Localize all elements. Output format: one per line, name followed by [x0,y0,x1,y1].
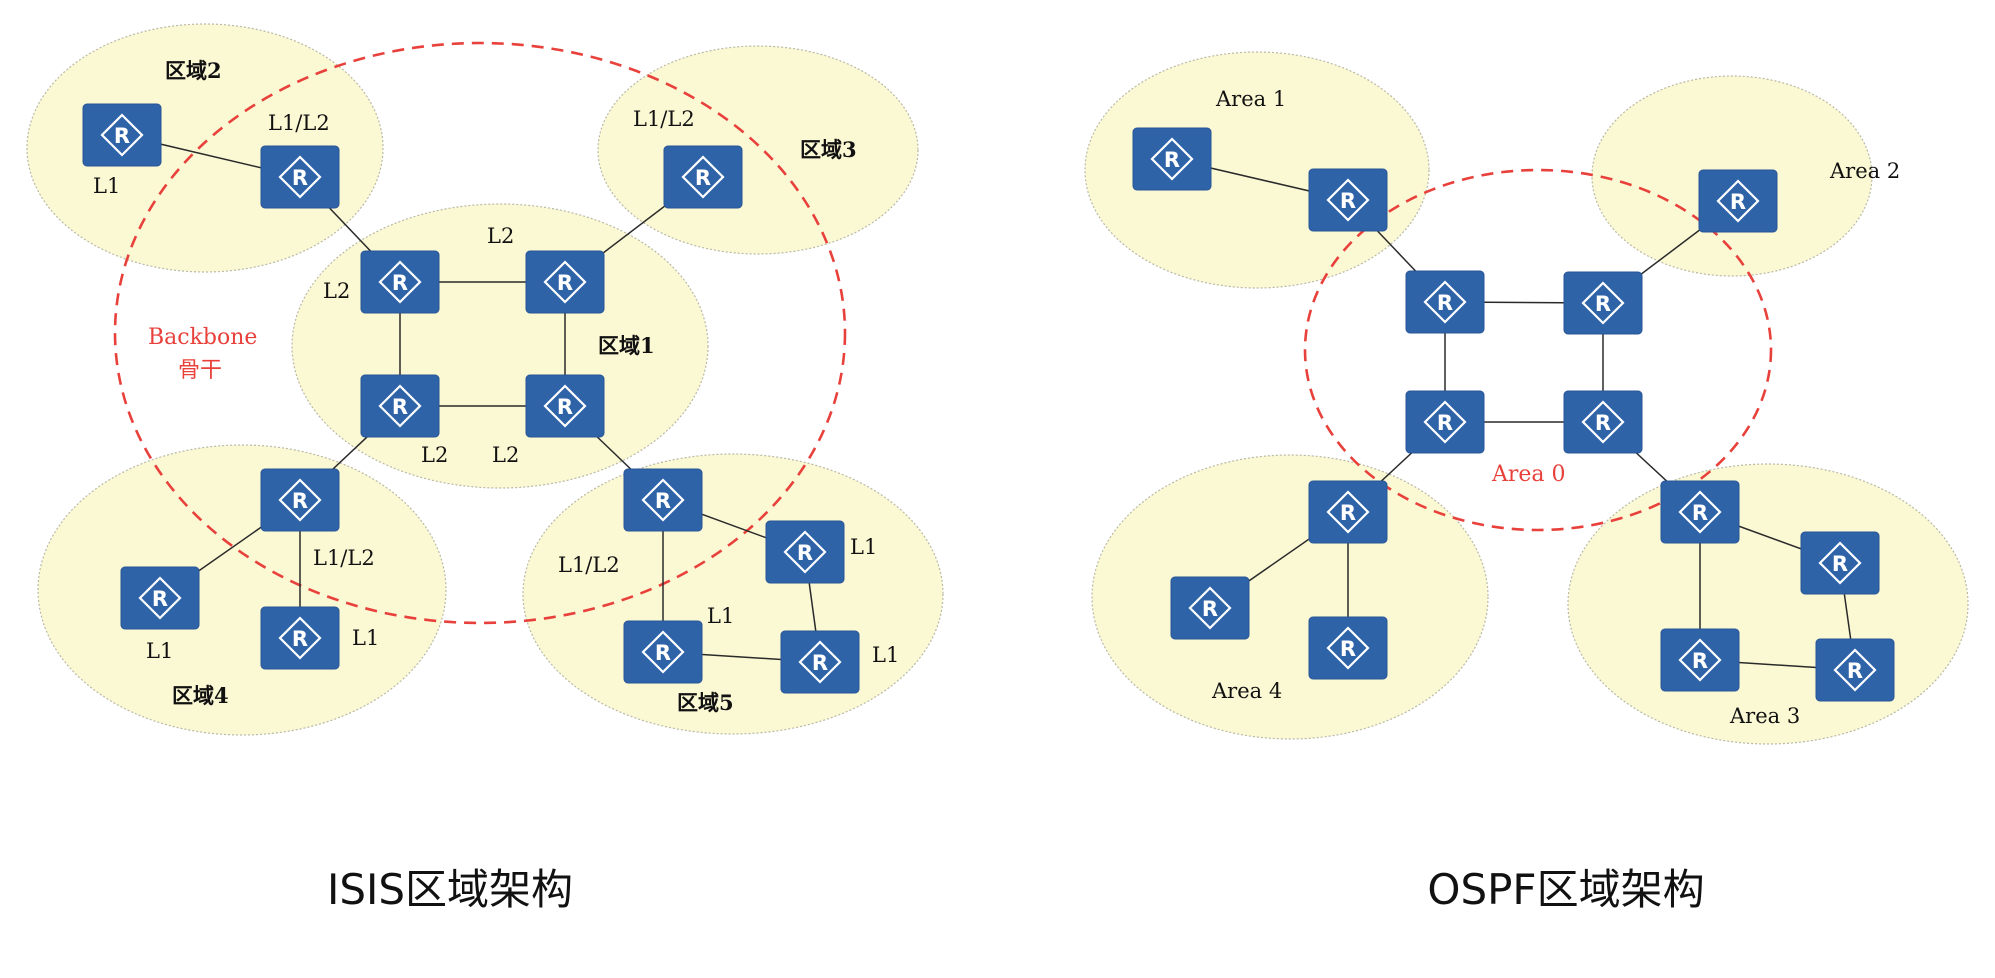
router-icon: R [1800,531,1880,595]
svg-text:R: R [655,489,671,513]
ospf-caption: OSPF区域架构 [1427,865,1704,914]
svg-text:R: R [655,641,671,665]
ospf-area4-ellipse [1091,454,1489,740]
svg-text:R: R [557,395,573,419]
svg-text:R: R [1437,291,1453,315]
router-icon: R [525,250,605,314]
router-icon: R [765,520,845,584]
isis-area5-label: 区域5 [677,690,734,715]
router-icon: R [260,145,340,209]
router-icon: R [360,374,440,438]
svg-text:R: R [292,627,308,651]
router-level-label: L1/L2 [268,111,330,135]
isis-area4-label: 区域4 [172,683,229,708]
isis-backbone-label-cn: 骨干 [178,358,222,383]
router-icon: R [780,630,860,694]
router-level-label: L1 [707,604,734,628]
router-icon: R [1170,576,1250,640]
isis-diagram: 区域2 区域3 区域1 区域4 区域5 Backbone 骨干 L1 L1/L2… [26,23,944,914]
isis-caption: ISIS区域架构 [327,865,573,914]
router-level-label: L2 [487,224,514,248]
ospf-area2-label: Area 2 [1829,159,1900,183]
router-icon: R [663,145,743,209]
isis-area1-label: 区域1 [598,333,655,358]
router-level-label: L1 [146,639,173,663]
svg-text:R: R [797,541,813,565]
router-level-label: L1 [850,535,877,559]
router-icon: R [1660,628,1740,692]
isis-area4-ellipse [37,444,447,736]
isis-area2-label: 区域2 [165,58,222,83]
router-icon: R [1563,390,1643,454]
router-level-label: L1 [352,626,379,650]
router-icon: R [1308,168,1388,232]
ospf-diagram: Area 1 Area 2 Area 0 Area 4 Area 3 OSPF区… [1084,51,1969,914]
router-level-label: L2 [323,279,350,303]
router-icon: R [1405,270,1485,334]
router-icon: R [1698,169,1778,233]
svg-text:R: R [1595,292,1611,316]
svg-text:R: R [152,587,168,611]
router-icon: R [260,468,340,532]
svg-text:R: R [1164,148,1180,172]
router-icon: R [120,566,200,630]
router-level-label: L2 [421,443,448,467]
svg-text:R: R [695,166,711,190]
ospf-area4-label: Area 4 [1211,679,1282,703]
svg-text:R: R [114,124,130,148]
svg-text:R: R [1202,597,1218,621]
router-icon: R [360,250,440,314]
router-level-label: L1 [872,643,899,667]
router-icon: R [1815,638,1895,702]
router-level-label: L1/L2 [313,546,375,570]
router-level-label: L1/L2 [633,107,695,131]
router-icon: R [1308,616,1388,680]
svg-text:R: R [1832,552,1848,576]
router-icon: R [623,468,703,532]
svg-text:R: R [292,166,308,190]
router-level-label: L1/L2 [558,553,620,577]
ospf-area3-ellipse [1567,463,1969,745]
svg-text:R: R [1730,190,1746,214]
ospf-area1-label: Area 1 [1215,87,1286,111]
router-layer: R R R R R R R R R R R R R R R R R R R R R R R R R R R R [82,103,1895,702]
router-icon: R [1308,480,1388,544]
ospf-area3-label: Area 3 [1729,704,1800,728]
svg-text:R: R [812,651,828,675]
svg-text:R: R [1692,501,1708,525]
ospf-area0-label: Area 0 [1491,462,1566,487]
router-icon: R [623,620,703,684]
router-level-label: L2 [492,443,519,467]
isis-area3-label: 区域3 [800,137,857,162]
router-icon: R [1563,271,1643,335]
svg-text:R: R [392,395,408,419]
svg-text:R: R [1340,189,1356,213]
svg-text:R: R [392,271,408,295]
svg-text:R: R [1595,411,1611,435]
router-icon: R [525,374,605,438]
svg-text:R: R [1340,637,1356,661]
svg-text:R: R [557,271,573,295]
router-icon: R [260,606,340,670]
isis-backbone-label: Backbone [148,325,257,350]
isis-backbone-ring [113,41,847,625]
isis-area2-ellipse [26,23,384,273]
router-icon: R [1660,480,1740,544]
router-icon: R [82,103,162,167]
router-icon: R [1405,390,1485,454]
ospf-area0-ring [1303,168,1773,532]
isis-area3-ellipse [597,45,919,255]
svg-text:R: R [1437,411,1453,435]
router-level-label: L1 [93,174,120,198]
svg-text:R: R [1340,501,1356,525]
svg-text:R: R [292,489,308,513]
svg-text:R: R [1847,659,1863,683]
svg-text:R: R [1692,649,1708,673]
router-icon: R [1132,127,1212,191]
